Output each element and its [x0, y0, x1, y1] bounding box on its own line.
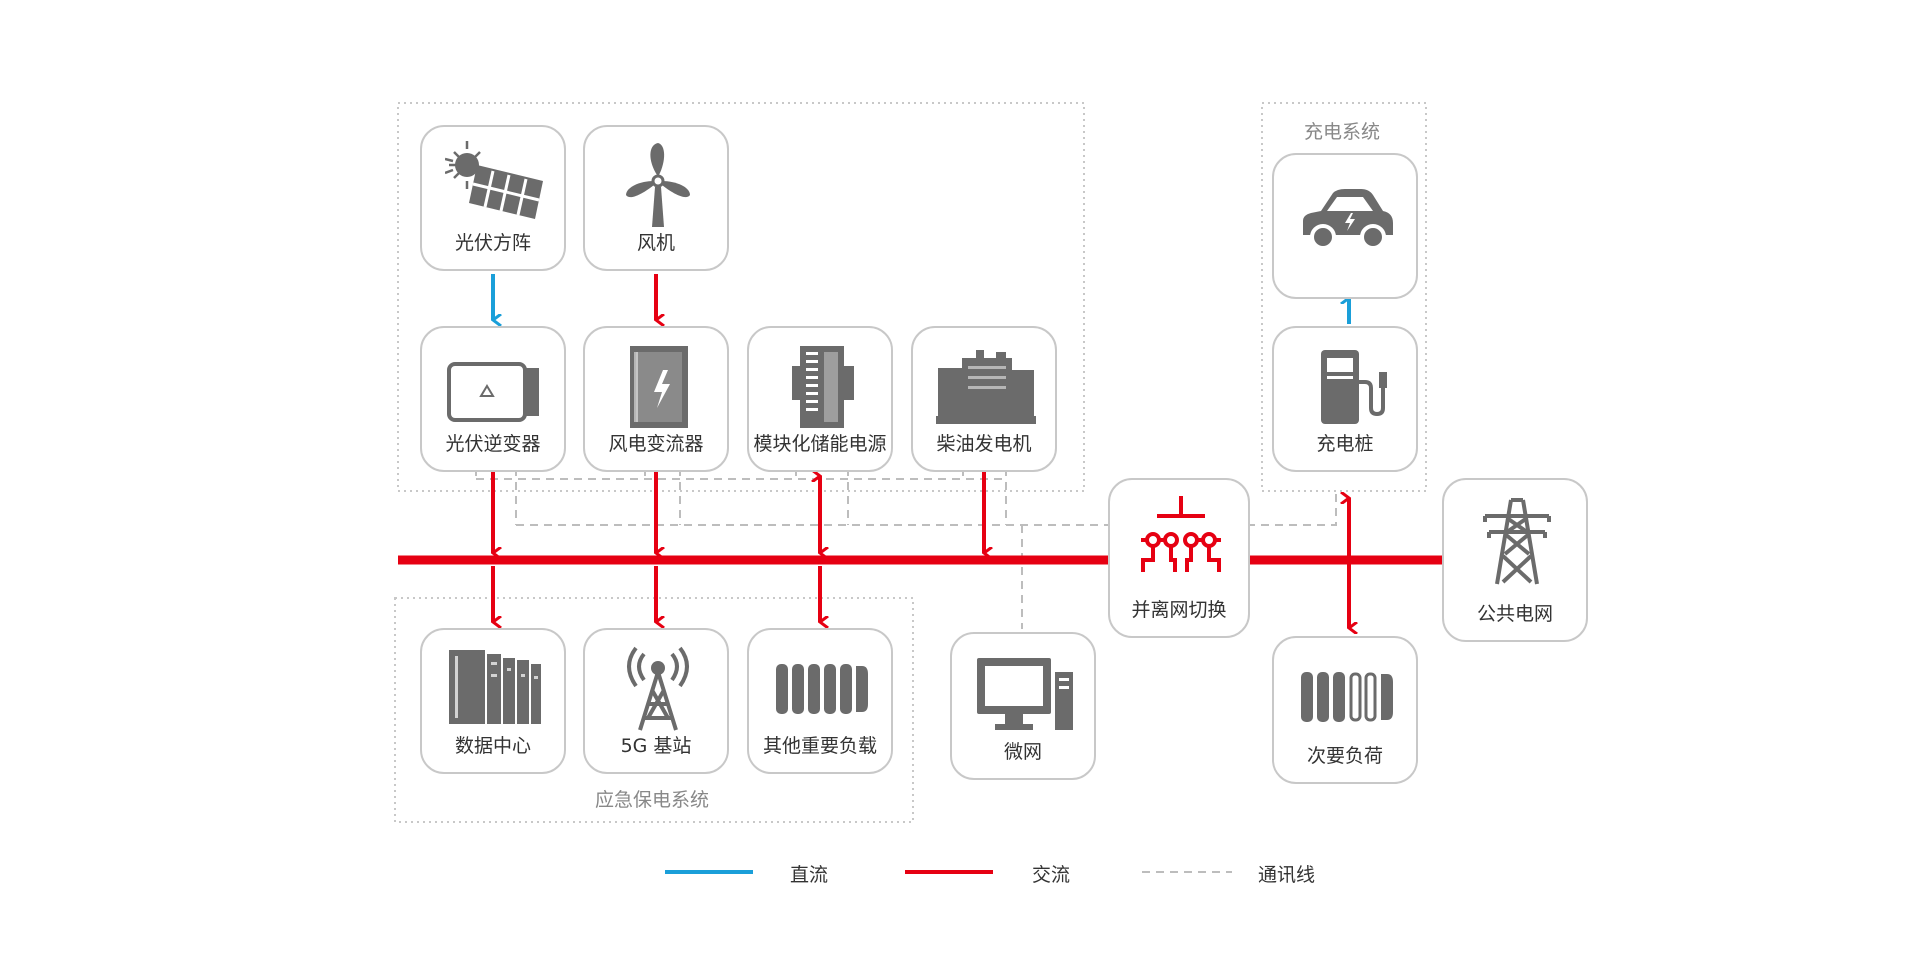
node-label: 其他重要负载: [762, 735, 877, 757]
node-label: 公共电网: [1476, 603, 1553, 625]
node-label: 数据中心: [454, 735, 531, 757]
node-ev[interactable]: [1272, 153, 1418, 299]
inverter-icon: [447, 362, 539, 422]
node-microgrid[interactable]: 微网: [950, 632, 1096, 780]
node-grid-switch[interactable]: 并离网切换: [1108, 478, 1250, 638]
node-label: 充电桩: [1316, 433, 1374, 455]
node-label: 光伏方阵: [454, 232, 531, 254]
node-important-load[interactable]: 其他重要负载: [747, 628, 893, 774]
grid-switch-icon: [1141, 496, 1221, 572]
node-label: 模块化储能电源: [753, 433, 887, 455]
node-charger[interactable]: 充电桩: [1272, 326, 1418, 472]
node-label: 光伏逆变器: [445, 433, 541, 455]
battery-half-icon: [1301, 672, 1393, 722]
legend-dc-label: 直流: [790, 864, 829, 886]
generator-icon: [936, 350, 1036, 424]
node-label: 柴油发电机: [936, 433, 1032, 455]
emergency-group-label: 应急保电系统: [595, 789, 710, 811]
generation-group-box: [397, 102, 1085, 492]
wind-turbine-icon: [626, 143, 690, 227]
battery-load-icon: [776, 664, 868, 714]
cell-tower-icon: [627, 646, 689, 731]
node-label: 风电变流器: [608, 433, 704, 455]
node-diesel[interactable]: 柴油发电机: [911, 326, 1057, 472]
node-wind-turbine[interactable]: 风机: [583, 125, 729, 271]
comm-lines: [475, 468, 1337, 629]
node-pv-inverter[interactable]: 光伏逆变器: [420, 326, 566, 472]
solar-panel-icon: [445, 141, 543, 219]
node-secondary-load[interactable]: 次要负荷: [1272, 636, 1418, 784]
server-rack-icon: [449, 650, 541, 724]
node-label: 次要负荷: [1306, 745, 1383, 767]
node-pv-array[interactable]: 光伏方阵: [420, 125, 566, 271]
computer-icon: [977, 658, 1073, 730]
legend-ac-label: 交流: [1032, 864, 1071, 886]
charging-group-label: 充电系统: [1304, 121, 1381, 143]
node-storage[interactable]: 模块化储能电源: [747, 326, 893, 472]
node-label: 风机: [636, 232, 675, 254]
storage-rack-icon: [792, 346, 854, 428]
legend-comm-label: 通讯线: [1258, 864, 1316, 886]
node-datacenter[interactable]: 数据中心: [420, 628, 566, 774]
electric-car-icon: [1303, 189, 1393, 250]
node-public-grid[interactable]: 公共电网: [1442, 478, 1588, 642]
charging-pile-icon: [1321, 350, 1387, 424]
node-label: 并离网切换: [1131, 599, 1227, 621]
node-base-station[interactable]: 5G 基站: [583, 628, 729, 774]
node-label: 5G 基站: [620, 735, 692, 757]
transmission-tower-icon: [1483, 498, 1551, 585]
node-wind-converter[interactable]: 风电变流器: [583, 326, 729, 472]
converter-cabinet-icon: [630, 346, 688, 428]
node-label: 微网: [1003, 741, 1042, 763]
